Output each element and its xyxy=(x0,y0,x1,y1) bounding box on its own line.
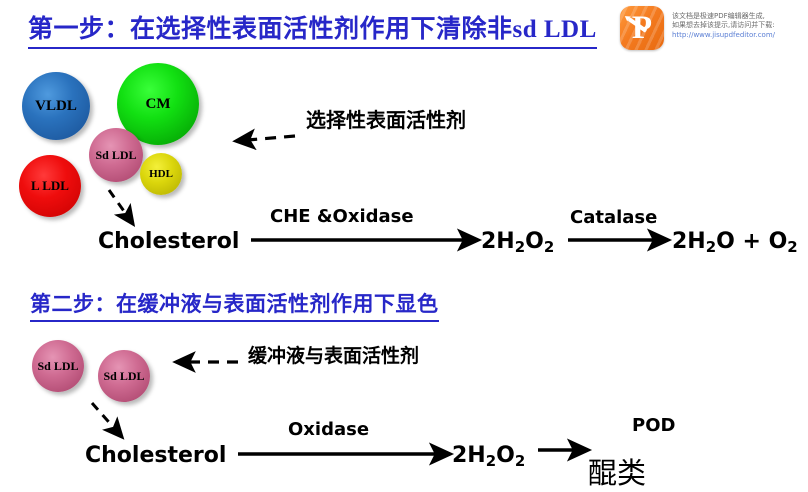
jisu-pdf-logo-icon: P xyxy=(620,6,664,50)
particle-label: L LDL xyxy=(31,178,69,193)
step1-substrate: Cholesterol xyxy=(98,229,240,254)
step1-intermediate: 2H2O2 xyxy=(481,229,555,257)
logo-letter: P xyxy=(631,10,653,46)
step1-to-cholesterol-dashed-arrow xyxy=(107,189,136,227)
step2-enzyme-1: Oxidase xyxy=(288,419,370,440)
product-sub1: 2 xyxy=(705,238,717,257)
watermark-text-block: 该文档是极速PDF编辑器生成, 如果想去掉该提示,请访问并下载: http://… xyxy=(672,6,775,40)
particle-hdl: HDL xyxy=(140,153,182,195)
step2-intermediate: 2H2O2 xyxy=(452,443,526,471)
step2-to-cholesterol-dashed-arrow xyxy=(90,402,125,440)
step1-enzyme-2: Catalase xyxy=(570,207,658,228)
particle-label: Sd LDL xyxy=(37,358,79,373)
intermediate-sub2: 2 xyxy=(543,238,555,257)
intermediate-mid: O xyxy=(525,229,544,254)
step1-product: 2H2O + O2 xyxy=(672,229,798,257)
product-mid: O + O xyxy=(716,229,788,254)
step1-reagent-note: 选择性表面活性剂 xyxy=(306,108,466,132)
step1-title-text: 第一步：在选择性表面活性剂作用下清除非sd LDL xyxy=(28,9,597,49)
step1-enzyme-1: CHE &Oxidase xyxy=(270,206,414,227)
pdf-editor-watermark: P 该文档是极速PDF编辑器生成, 如果想去掉该提示,请访问并下载: http:… xyxy=(620,6,775,50)
particle-label: HDL xyxy=(149,168,173,180)
step1-reagent-dashed-arrow xyxy=(232,128,296,151)
step2-reagent-note: 缓冲液与表面活性剂 xyxy=(248,345,420,367)
intermediate-sub1: 2 xyxy=(485,452,497,471)
intermediate-sub1: 2 xyxy=(514,238,526,257)
watermark-line-2: 如果想去掉该提示,请访问并下载: xyxy=(672,21,775,30)
product-pre: 2H xyxy=(672,229,706,254)
watermark-line-1: 该文档是极速PDF编辑器生成, xyxy=(672,12,765,20)
particle-vldl: VLDL xyxy=(22,72,90,140)
step2-substrate: Cholesterol xyxy=(85,443,227,468)
step2-title-text: 第二步：在缓冲液与表面活性剂作用下显色 xyxy=(30,288,439,322)
particle-sd-ldl: Sd LDL xyxy=(89,128,143,182)
step2-title: 第二步：在缓冲液与表面活性剂作用下显色 xyxy=(30,288,439,322)
particle-label: CM xyxy=(145,95,171,112)
particle-label: Sd LDL xyxy=(95,147,137,162)
particle-sd-ldl: Sd LDL xyxy=(98,350,150,402)
particle-label: Sd LDL xyxy=(103,368,145,383)
step1-title: 第一步：在选择性表面活性剂作用下清除非sd LDL xyxy=(28,9,597,49)
particle-label: VLDL xyxy=(35,97,77,114)
step2-enzyme-2: POD xyxy=(632,415,676,436)
product-sub2: 2 xyxy=(787,238,798,257)
intermediate-pre: 2H xyxy=(452,443,486,468)
intermediate-pre: 2H xyxy=(481,229,515,254)
step2-product: 醌类 xyxy=(588,458,647,490)
particle-l-ldl: L LDL xyxy=(19,155,81,217)
intermediate-sub2: 2 xyxy=(514,452,526,471)
particle-sd-ldl: Sd LDL xyxy=(32,340,84,392)
watermark-link[interactable]: http://www.jisupdfeditor.com/ xyxy=(672,30,776,39)
intermediate-mid: O xyxy=(496,443,515,468)
